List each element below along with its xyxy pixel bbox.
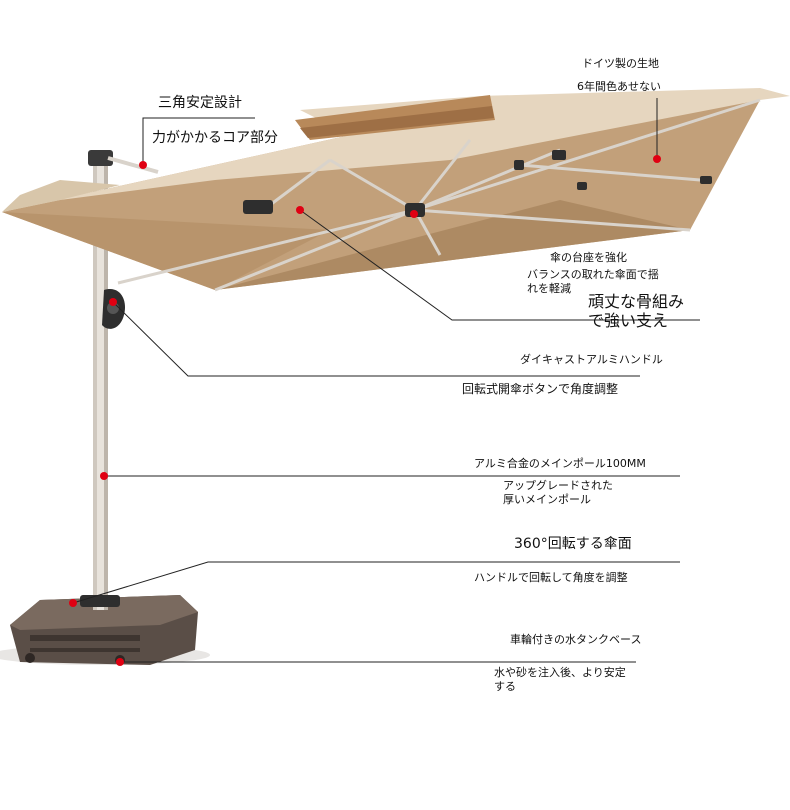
dot-hub xyxy=(410,210,418,218)
water-tank-base xyxy=(10,595,198,665)
dot-pole xyxy=(100,472,108,480)
label-upgraded-pole: アップグレードされた厚いメインポール xyxy=(503,479,613,506)
label-triangle-design: 三角安定設計 xyxy=(158,95,242,111)
diecast-handle xyxy=(102,289,126,329)
label-handle-rotate: ハンドルで回転して角度を調整 xyxy=(474,571,628,584)
label-rotation-360: 360°回転する傘面 xyxy=(514,536,632,552)
dot-frame xyxy=(296,206,304,214)
label-six-year-colorfast: 6年間色あせない xyxy=(577,80,661,93)
canopy xyxy=(2,88,790,292)
label-german-fabric: ドイツ製の生地 xyxy=(582,57,659,70)
dot-handle xyxy=(109,298,117,306)
callout-lines xyxy=(72,98,700,663)
callout-dots xyxy=(69,155,661,666)
label-rotary-button: 回転式開傘ボタンで角度調整 xyxy=(462,382,619,396)
label-core-force-part: 力がかかるコア部分 xyxy=(152,130,278,146)
label-fill-stabilize: 水や砂を注入後、より安定する xyxy=(494,666,626,693)
label-sturdy-frame: 頑丈な骨組みで強い支え xyxy=(588,292,685,331)
dot-fabric xyxy=(653,155,661,163)
label-reinforced-base: 傘の台座を強化 xyxy=(550,251,627,264)
dot-base xyxy=(116,658,124,666)
dot-triangle xyxy=(139,161,147,169)
label-balanced-canopy: バランスの取れた傘面で揺れを軽減 xyxy=(527,268,659,295)
label-diecast-handle: ダイキャストアルミハンドル xyxy=(520,353,663,366)
label-main-pole: アルミ合金のメインポール100MM xyxy=(474,457,646,470)
dot-rotation xyxy=(69,599,77,607)
label-water-tank-base: 車輪付きの水タンクベース xyxy=(510,633,642,646)
